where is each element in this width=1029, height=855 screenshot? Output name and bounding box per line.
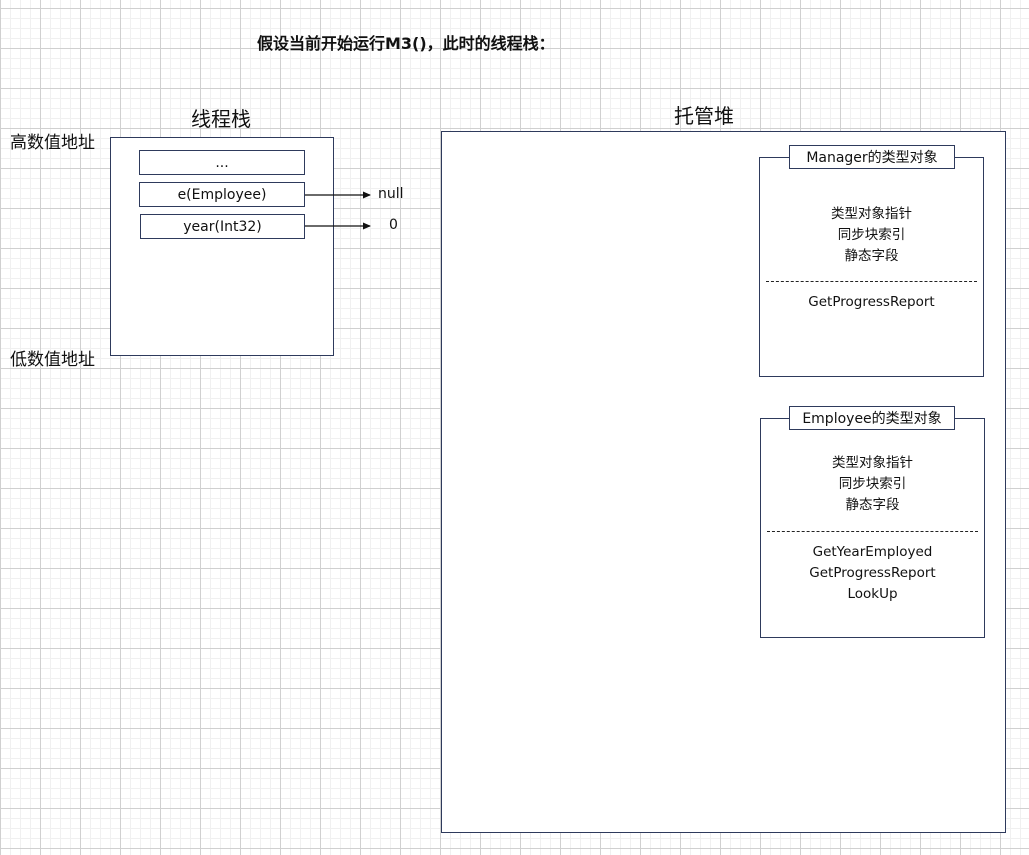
employee-value: null [378, 186, 404, 202]
diagram-title: 假设当前开始运行M3()，此时的线程栈： [257, 34, 555, 53]
stack-slot-year: year(Int32) [140, 214, 305, 239]
year-value: 0 [389, 217, 398, 233]
high-address-label: 高数值地址 [10, 133, 95, 153]
employee-type-object: 类型对象指针 同步块索引 静态字段 GetYearEmployed GetPro… [760, 418, 985, 638]
thread-stack-label: 线程栈 [191, 107, 251, 131]
low-address-label: 低数值地址 [10, 350, 95, 370]
manager-type-header: Manager的类型对象 [789, 145, 955, 169]
managed-heap-label: 托管堆 [674, 104, 734, 128]
manager-type-object: 类型对象指针 同步块索引 静态字段 GetProgressReport [759, 157, 984, 377]
stack-slot-ellipsis: ... [139, 150, 305, 175]
manager-field-sync-index: 同步块索引 [837, 227, 906, 243]
employee-separator [767, 531, 978, 532]
employee-type-header: Employee的类型对象 [789, 406, 955, 430]
manager-separator [766, 281, 977, 282]
employee-method-2: GetProgressReport [809, 565, 936, 581]
manager-method: GetProgressReport [808, 294, 935, 310]
employee-field-sync-index: 同步块索引 [838, 476, 907, 492]
employee-method-1: GetYearEmployed [812, 544, 933, 560]
manager-field-type-pointer: 类型对象指针 [831, 206, 912, 222]
employee-field-type-pointer: 类型对象指针 [832, 455, 913, 471]
employee-field-static: 静态字段 [845, 497, 900, 513]
employee-method-3: LookUp [847, 586, 898, 602]
stack-slot-employee: e(Employee) [139, 182, 305, 207]
manager-field-static: 静态字段 [844, 248, 899, 264]
